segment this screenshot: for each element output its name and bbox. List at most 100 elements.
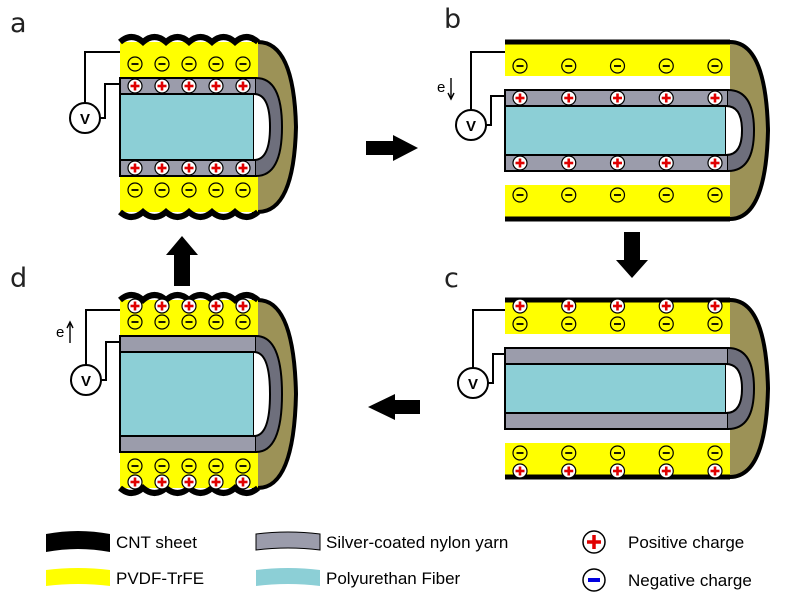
positive-charge <box>707 463 723 479</box>
wire-top <box>472 309 505 368</box>
positive-charge <box>609 90 626 106</box>
negative-charge <box>707 316 723 332</box>
wire-inner <box>488 353 505 384</box>
polyurethan-fiber <box>119 351 255 437</box>
positive-charge <box>181 298 197 314</box>
negative-charge <box>181 56 197 72</box>
positive-charge <box>235 160 251 176</box>
electron-label: e <box>437 79 445 96</box>
panel-label: d <box>10 263 27 294</box>
legend-label: Polyurethan Fiber <box>326 569 461 588</box>
positive-charge <box>707 155 723 171</box>
negative-charge <box>235 182 251 198</box>
positive-charge <box>127 160 143 176</box>
polyurethan-fiber <box>119 93 255 161</box>
wire-top <box>470 51 505 110</box>
positive-charge <box>658 155 674 171</box>
legend-label: CNT sheet <box>116 533 197 552</box>
negative-charge <box>512 58 528 74</box>
voltmeter-label: V <box>81 373 91 390</box>
negative-charge <box>235 56 251 72</box>
positive-charge <box>208 298 224 314</box>
positive-charge <box>512 90 528 106</box>
silver-swatch <box>255 531 321 551</box>
negative-charge <box>609 445 626 461</box>
air-gap-bottom <box>505 429 730 443</box>
wire-inner <box>486 95 505 126</box>
negative-charge <box>208 182 224 198</box>
pu-swatch <box>256 568 320 586</box>
wire-inner <box>100 83 120 119</box>
negative-charge <box>512 316 528 332</box>
legend-label: Silver-coated nylon yarn <box>326 533 508 552</box>
negative-charge <box>208 56 224 72</box>
panel-label: a <box>10 8 27 39</box>
transition-arrows <box>166 135 648 420</box>
positive-charge <box>658 463 674 479</box>
negative-charge <box>658 187 674 203</box>
positive-charge <box>127 298 143 314</box>
positive-charge <box>154 160 170 176</box>
negative-charge <box>561 316 577 332</box>
positive-charge <box>127 474 143 490</box>
negative-charge <box>181 458 197 474</box>
negative-charge <box>181 182 197 198</box>
legend-label: PVDF-TrFE <box>116 569 204 588</box>
positive-charge <box>561 463 577 479</box>
air-gap-bottom <box>505 171 730 185</box>
negative-charge <box>512 445 528 461</box>
positive-charge <box>181 160 197 176</box>
negative-charge <box>235 458 251 474</box>
voltmeter-label: V <box>468 376 478 393</box>
arrow-d-to-a <box>166 236 198 286</box>
positive-charge <box>707 90 723 106</box>
positive-charge <box>154 78 170 94</box>
cnt-swatch <box>46 531 110 552</box>
voltmeter-icon <box>70 364 102 396</box>
negative-charge <box>707 58 723 74</box>
positive-charge <box>658 90 674 106</box>
panel-a: aV <box>10 8 299 220</box>
positive-charge <box>208 474 224 490</box>
arrow-a-to-b <box>366 135 418 161</box>
negative-charge <box>609 187 626 203</box>
arrow-head <box>66 320 74 329</box>
wire-top <box>84 51 120 103</box>
positive-charge <box>512 463 528 479</box>
positive-charge <box>609 463 626 479</box>
legend-label: Negative charge <box>628 571 752 590</box>
negative-charge <box>127 314 143 330</box>
positive-charge <box>561 298 577 314</box>
negative-charge <box>658 445 674 461</box>
positive-charge <box>707 298 723 314</box>
positive-charge <box>512 298 528 314</box>
fiber-end <box>725 363 744 414</box>
positive-charge <box>235 298 251 314</box>
arrow-head <box>447 92 455 101</box>
negative-charge <box>707 445 723 461</box>
negative-charge <box>658 316 674 332</box>
arrow-b-to-c <box>616 232 648 278</box>
negative-charge <box>154 458 170 474</box>
negative-charge <box>561 187 577 203</box>
legend-item-silver: Silver-coated nylon yarn <box>255 531 508 552</box>
negative-charge <box>181 314 197 330</box>
panel-c: cV <box>444 263 771 480</box>
panel-d: dVe <box>10 263 299 496</box>
negative-charge <box>561 58 577 74</box>
positive-charge <box>181 78 197 94</box>
negative-charge <box>658 58 674 74</box>
legend-item-cnt: CNT sheet <box>46 531 197 552</box>
wire-top <box>85 309 120 365</box>
negative-charge <box>127 458 143 474</box>
positive-charge <box>561 155 577 171</box>
negative-charge <box>127 182 143 198</box>
fiber-end <box>253 351 272 437</box>
positive-charge <box>561 90 577 106</box>
positive-charge <box>609 155 626 171</box>
arrow-c-to-d <box>368 394 420 420</box>
air-gap-top <box>505 76 730 90</box>
negative-charge <box>154 314 170 330</box>
